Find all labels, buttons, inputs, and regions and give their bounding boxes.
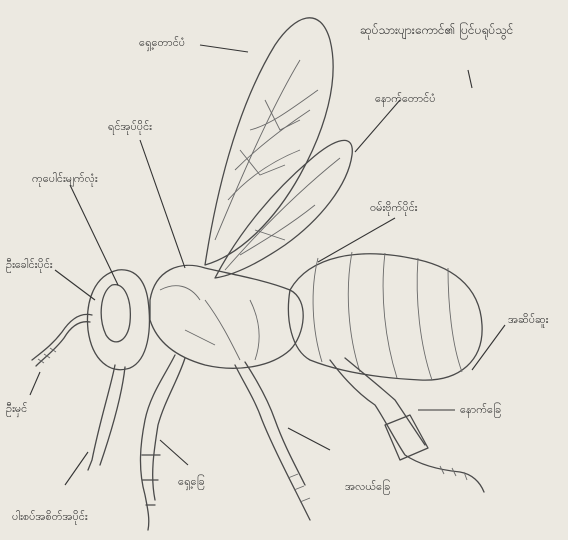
bee-mid-leg [235,362,310,520]
diagram-title: ဆုပ်သားပျားကောင်၏ ပြင်ပရုပ်သွင် [360,21,513,40]
label-abdomen: ဝမ်းဗိုက်ပိုင်း [370,201,418,216]
bee-thorax [150,265,303,368]
leader-mouthparts [65,452,88,485]
leader-antenna [30,372,40,395]
leader-head [55,270,95,300]
leader-thorax [140,140,185,268]
label-hind-leg: နောက်ခြေ [460,402,501,418]
label-fore-leg: ရှေ့ခြေ [178,474,205,490]
label-forewing: ရှေ့တောင်ပံ [139,36,185,51]
leader-abdomen [318,218,395,262]
label-hindwing: နောက်တောင်ပံ [375,92,436,107]
forewing [205,18,333,265]
label-mouthparts: ပါးစပ်အစိတ်အပိုင်း [12,510,88,525]
leader-compound-eye [70,185,118,285]
bee-abdomen [288,252,482,380]
leader-mid-leg [288,428,330,450]
label-mid-leg: အလယ်ခြေ [345,479,390,495]
bee-mouthparts-inner [100,367,125,465]
bee-mouthparts [88,365,115,470]
label-sting: အဆိပ်ဆူး [508,313,549,328]
label-antenna: ဦးမှင် [6,402,27,417]
leader-forewing [200,45,248,52]
pen-mark [468,70,472,88]
bee-hind-leg [330,358,484,492]
label-thorax: ရင်အုပ်ပိုင်း [108,120,152,135]
leader-fore-leg [160,440,188,465]
leader-hindwing [355,100,400,152]
label-compound-eye: ကုပေါင်းမျက်လုံး [32,172,98,187]
leader-sting [472,325,505,370]
label-head: ဦးခေါင်းပိုင်း [6,258,53,273]
compound-eye [101,285,130,342]
hindwing [215,140,352,278]
bee-antenna [32,314,92,366]
